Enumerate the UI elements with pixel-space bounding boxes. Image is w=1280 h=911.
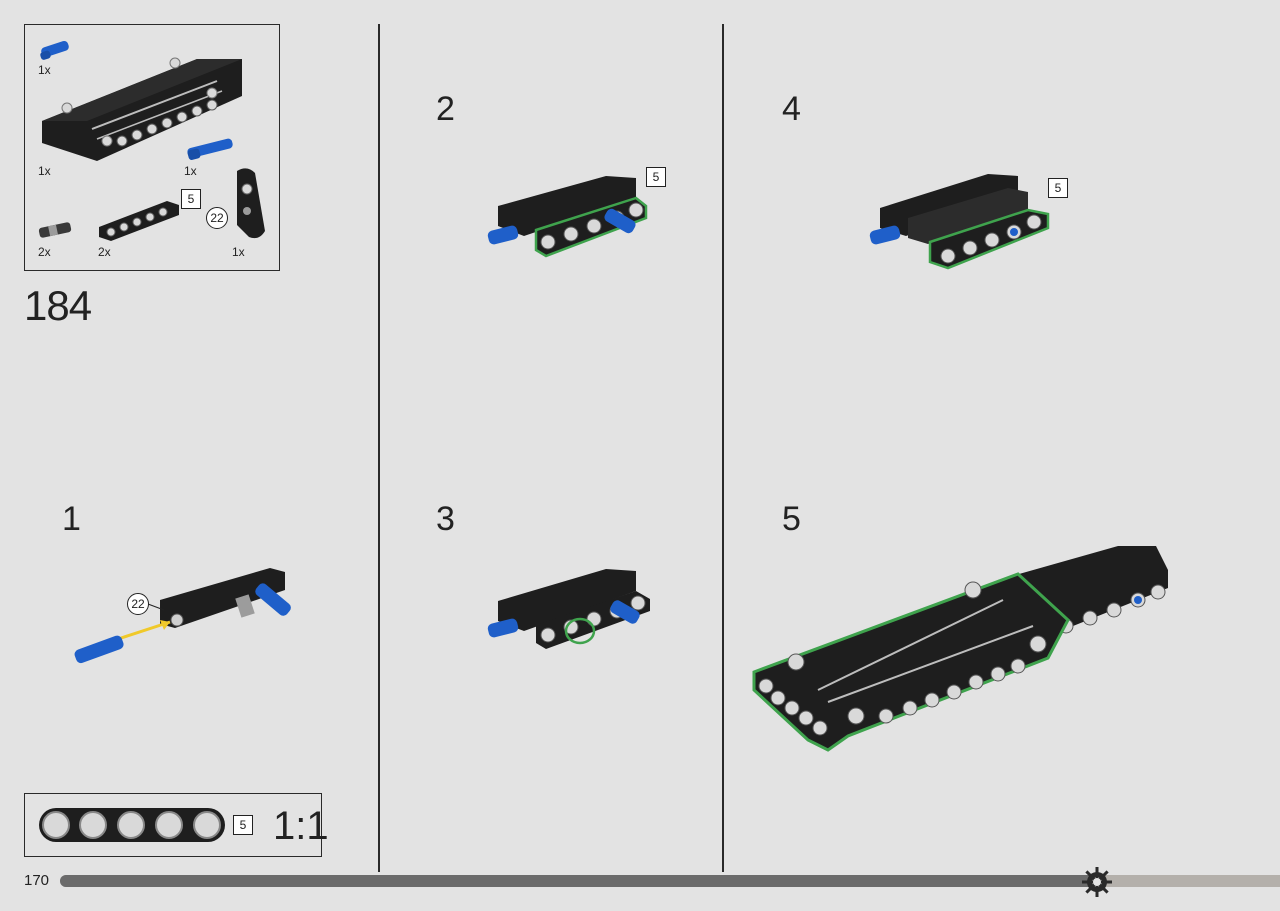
- sub-assembly-number: 184: [24, 282, 92, 329]
- page-number: 170: [24, 872, 50, 889]
- beam-length-badge: 5: [181, 189, 201, 209]
- step-number: 1: [62, 500, 81, 538]
- angle-connector-icon: [237, 168, 265, 239]
- parts-list-box: 1x 1x 1x 2x 5 2x 2: [24, 24, 280, 271]
- part-qty: 1x: [38, 63, 51, 77]
- scale-label: 1:1: [273, 804, 329, 848]
- gear-marker-icon: [1082, 867, 1112, 897]
- beam-length-badge: 5: [1048, 178, 1068, 198]
- blue-axle-pin-icon: [40, 40, 69, 60]
- column-divider: [722, 24, 724, 872]
- beam-5-icon: [99, 201, 179, 241]
- beam-length-badge: 5: [646, 167, 666, 187]
- step-5-illustration: [752, 546, 1168, 752]
- step-number: 5: [782, 500, 801, 538]
- black-panel-icon: [42, 57, 242, 161]
- blue-pin-long-icon: [187, 138, 233, 160]
- step-number: 2: [436, 90, 455, 128]
- part-qty: 1x: [232, 245, 245, 259]
- beam-length-badge: 5: [233, 815, 253, 835]
- step-3-illustration: [487, 569, 650, 649]
- connector-number-callout: 22: [206, 207, 228, 229]
- step-4-illustration: [869, 174, 1050, 270]
- part-qty: 2x: [98, 245, 111, 259]
- step-1-illustration: [74, 568, 291, 664]
- step-2-illustration: [487, 176, 648, 258]
- part-qty: 1x: [184, 164, 197, 178]
- step-number: 4: [782, 90, 801, 128]
- step-number: 3: [436, 500, 455, 538]
- black-connector-icon: [38, 222, 72, 238]
- scale-reference-box: 5 1:1: [24, 793, 329, 857]
- progress-fill: [60, 875, 1097, 887]
- connector-number-callout: 22: [127, 593, 149, 615]
- part-qty: 1x: [38, 164, 51, 178]
- column-divider: [378, 24, 380, 872]
- part-qty: 2x: [38, 245, 51, 259]
- beam-1-to-1-icon: [39, 808, 225, 842]
